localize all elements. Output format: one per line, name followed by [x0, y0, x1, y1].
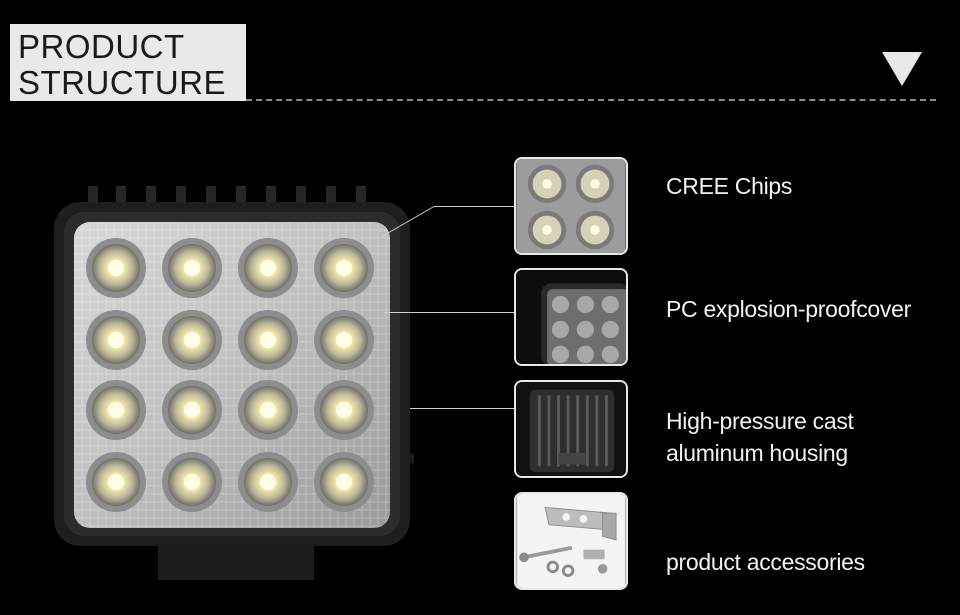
feature-label-cree-chips: CREE Chips	[666, 173, 793, 199]
leader-line-cover	[384, 312, 514, 313]
cree-chips-graphic	[516, 159, 626, 253]
pc-cover-graphic	[516, 270, 626, 364]
title-line-2: STRUCTURE	[18, 64, 226, 101]
led-light-graphic	[54, 186, 414, 580]
accessories-graphic	[516, 494, 626, 588]
thumb-accessories	[514, 492, 628, 590]
thumb-aluminum-housing	[514, 380, 628, 478]
title-line-1: PRODUCT	[18, 28, 185, 65]
leader-line-chips-horizontal	[434, 206, 514, 207]
housing-graphic	[516, 382, 626, 476]
thumb-pc-cover	[514, 268, 628, 366]
feature-label-housing-line2: aluminum housing	[666, 440, 848, 466]
title-box: PRODUCT STRUCTURE	[10, 24, 246, 101]
feature-label-housing-line1: High-pressure cast	[666, 408, 854, 434]
leader-line-housing	[410, 408, 514, 409]
feature-label-housing: High-pressure cast aluminum housing	[666, 405, 926, 469]
led-work-light-image	[54, 186, 414, 580]
feature-label-accessories: product accessories	[666, 549, 865, 575]
dashed-divider	[246, 99, 936, 101]
down-triangle-icon	[882, 52, 922, 86]
thumb-cree-chips	[514, 157, 628, 255]
feature-label-pc-cover: PC explosion-proofcover	[666, 296, 911, 322]
